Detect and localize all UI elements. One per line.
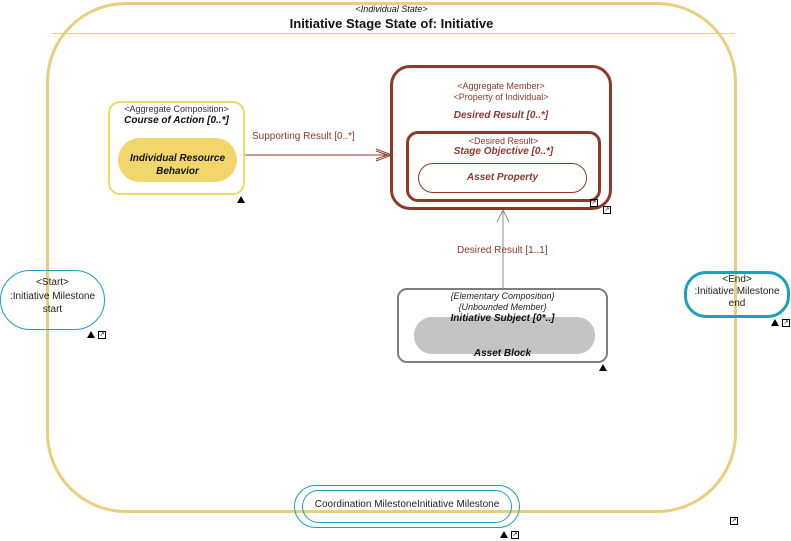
asset-property-pill[interactable] bbox=[418, 163, 587, 193]
desired-result-arrowhead bbox=[496, 208, 510, 223]
link-icon[interactable]: ↗ bbox=[590, 199, 598, 207]
link-icon[interactable]: ↗ bbox=[603, 206, 611, 214]
warning-icon bbox=[87, 331, 95, 338]
start-line2: start bbox=[42, 304, 63, 315]
course-of-action-name: Course of Action [0..*] bbox=[124, 115, 229, 126]
end-line2: end bbox=[728, 298, 746, 309]
asset-block-box[interactable] bbox=[397, 288, 608, 363]
supporting-result-arrowhead-inner bbox=[375, 150, 390, 160]
warning-icon bbox=[771, 319, 779, 326]
desired-result-stereotype-1: <Aggregate Member> bbox=[457, 81, 545, 91]
irb-line1: Individual Resource bbox=[129, 153, 226, 164]
frame-divider bbox=[52, 33, 735, 34]
warning-icon bbox=[599, 364, 607, 371]
end-milestone[interactable] bbox=[684, 271, 790, 318]
start-stereotype: <Start> bbox=[36, 277, 69, 288]
supporting-result-label: Supporting Result [0..*] bbox=[252, 131, 355, 142]
irb-line2: Behavior bbox=[156, 166, 199, 177]
link-icon[interactable]: ↗ bbox=[782, 319, 790, 327]
start-milestone[interactable] bbox=[0, 270, 105, 330]
stage-objective-stereotype: <Desired Result> bbox=[468, 136, 539, 146]
warning-icon bbox=[500, 531, 508, 538]
stage-objective-box[interactable] bbox=[406, 131, 601, 202]
coordination-milestone-outer[interactable] bbox=[294, 485, 520, 528]
initiative-subject-name: Initiative Subject [0*..] bbox=[450, 313, 555, 324]
coordination-milestone-inner[interactable] bbox=[302, 490, 512, 523]
start-line1: :Initiative Milestone bbox=[9, 291, 96, 302]
link-icon[interactable]: ↗ bbox=[730, 517, 738, 525]
course-of-action-box[interactable] bbox=[108, 101, 245, 195]
desired-result-box[interactable] bbox=[390, 65, 612, 210]
course-of-action-stereotype: <Aggregate Composition> bbox=[124, 104, 229, 114]
link-icon[interactable]: ↗ bbox=[511, 531, 519, 539]
initiative-subject-pill[interactable] bbox=[414, 317, 595, 354]
end-stereotype: <End> bbox=[722, 274, 752, 285]
desired-result-label: Desired Result [1..1] bbox=[457, 245, 548, 256]
asset-block-stereotype-1: {Elementary Composition} bbox=[450, 291, 555, 301]
desired-result-name: Desired Result [0..*] bbox=[453, 110, 549, 121]
asset-property-label: Asset Property bbox=[466, 172, 539, 183]
individual-state-frame[interactable] bbox=[46, 2, 737, 513]
desired-result-stereotype-2: <Property of Individual> bbox=[453, 92, 549, 102]
frame-stereotype: <Individual State> bbox=[355, 4, 428, 14]
asset-block-label: Asset Block bbox=[473, 348, 532, 359]
asset-block-stereotype-2: {Unbounded Member} bbox=[458, 302, 547, 312]
coordination-milestone-label: Coordination MilestoneInitiative Milesto… bbox=[314, 499, 500, 510]
stage-objective-name: Stage Objective [0..*] bbox=[453, 146, 554, 157]
warning-icon bbox=[237, 196, 245, 203]
end-line1: :Initiative Milestone bbox=[694, 286, 780, 297]
link-icon[interactable]: ↗ bbox=[98, 331, 106, 339]
individual-resource-behavior-pill[interactable] bbox=[118, 138, 237, 182]
frame-title: Initiative Stage State of: Initiative bbox=[289, 16, 494, 31]
